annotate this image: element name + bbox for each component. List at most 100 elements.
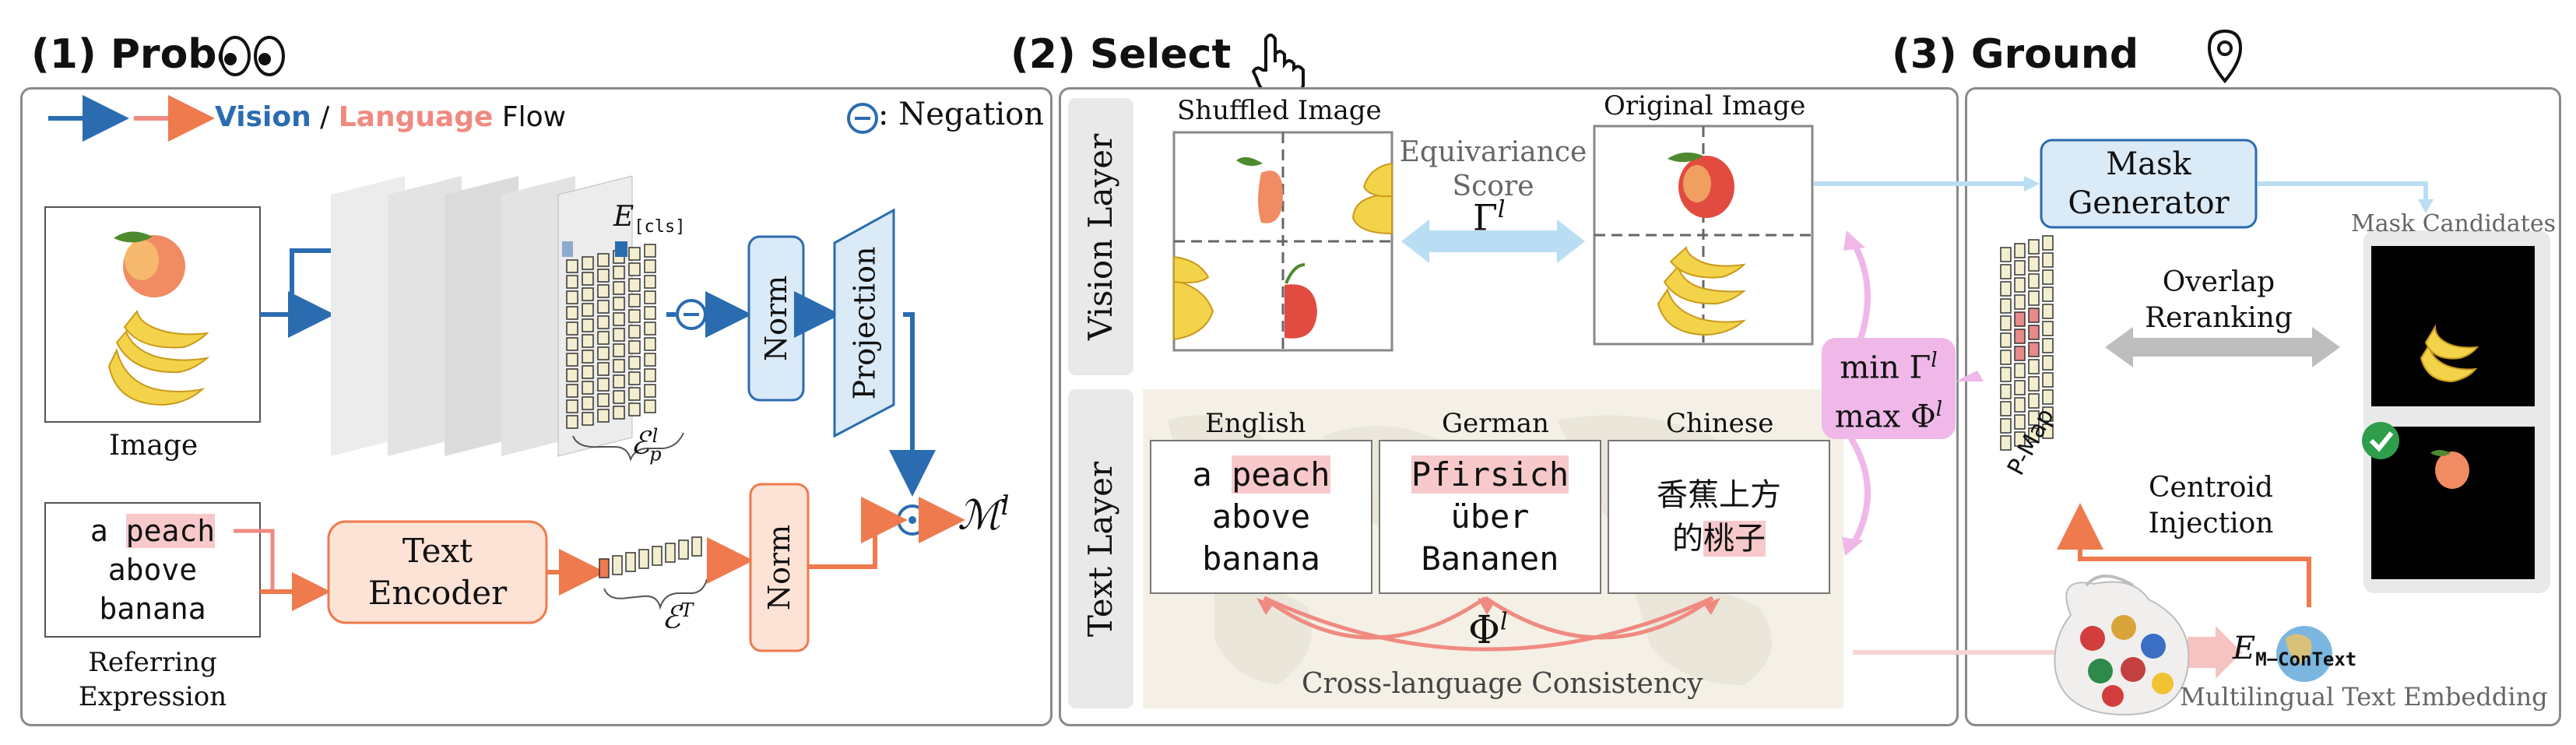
multilingual-bag-icon — [2054, 575, 2190, 716]
output-map-label: ℳl — [958, 490, 1010, 539]
patch-token — [613, 328, 625, 342]
original-image-label: Original Image — [1604, 90, 1806, 121]
mask-candidates-label: Mask Candidates — [2351, 210, 2556, 237]
p-map-cell — [2042, 252, 2054, 268]
projection-box — [833, 208, 895, 438]
patch-token — [613, 359, 625, 373]
p-map-cell — [2014, 243, 2026, 258]
shuffled-peach-top — [1236, 156, 1283, 223]
check-icon — [2362, 422, 2399, 459]
patch-token — [628, 247, 641, 261]
patch-token — [582, 350, 594, 364]
patch-token — [644, 399, 656, 413]
p-map-cell — [2014, 363, 2026, 378]
patch-token — [582, 365, 594, 379]
patch-token — [566, 322, 578, 336]
patch-token — [644, 384, 656, 398]
patch-token — [566, 290, 578, 304]
shuffled-banana-top — [1351, 162, 1393, 235]
p-map-cell — [2028, 290, 2040, 306]
text-token-brace — [603, 578, 708, 610]
text-token — [612, 555, 623, 575]
patch-token — [597, 331, 610, 345]
patch-brace — [572, 432, 684, 462]
text-embeddings-label: ℰT — [662, 599, 694, 636]
patch-token — [613, 281, 625, 295]
original-peach — [1668, 152, 1734, 218]
centroid-injection-label: Centroid Injection — [2148, 472, 2274, 539]
p-map-cell — [2028, 325, 2040, 340]
p-map-cell — [2028, 342, 2040, 357]
patch-token — [597, 393, 610, 407]
p-map-cell — [2014, 380, 2026, 395]
p-map-cell — [2028, 239, 2040, 255]
p-map-cell — [2042, 423, 2054, 439]
mask-generator-label: Mask Generator — [2068, 146, 2230, 221]
p-map-cell — [2000, 315, 2012, 331]
p-map-cell — [2000, 298, 2012, 314]
flow-legend: Vision / Language Flow — [215, 101, 567, 133]
patch-token — [628, 402, 641, 416]
equivariance-label: Equivariance Score — [1399, 136, 1587, 202]
p-map-cell — [2028, 427, 2040, 443]
negation-legend-icon — [847, 103, 878, 134]
patch-token — [566, 399, 578, 413]
patch-token — [597, 409, 610, 423]
text-token — [691, 536, 702, 557]
patch-token — [628, 278, 641, 292]
patch-token — [644, 353, 656, 367]
patch-token — [582, 256, 594, 270]
patch-token — [628, 309, 641, 323]
referring-expression-text: a peach above banana — [90, 514, 216, 626]
equivariance-arrow — [1401, 220, 1585, 263]
p-map-cell — [2014, 346, 2026, 361]
p-map-cell — [2014, 414, 2026, 430]
patch-token — [597, 253, 610, 267]
phi-label: Φl — [1468, 607, 1508, 652]
patch-token — [644, 259, 656, 273]
patch-token — [566, 306, 578, 320]
patch-token — [597, 362, 610, 376]
p-map-cell — [2014, 277, 2026, 293]
patch-token — [597, 300, 610, 314]
p-map-cell — [2014, 260, 2026, 276]
section-title-ground: (3) Ground — [1892, 31, 2139, 78]
patch-token — [582, 412, 594, 426]
patch-token — [582, 396, 594, 410]
cls-token — [615, 241, 627, 257]
p-map-cell — [2042, 269, 2054, 285]
patch-token — [566, 337, 578, 351]
p-map-cell — [2042, 304, 2054, 319]
mask-generator-box — [2040, 139, 2258, 229]
patch-token — [628, 325, 641, 339]
cross-language-arcs — [1256, 596, 1720, 652]
patch-token — [582, 381, 594, 395]
patch-token — [582, 272, 594, 286]
text-token — [652, 546, 662, 566]
patch-token — [628, 356, 641, 370]
overlap-reranking-arrow — [2105, 327, 2340, 367]
patch-token — [628, 262, 641, 276]
mask-generator-to-candidates-arrow — [2258, 181, 2428, 204]
bag-to-embedding-arrow — [2188, 626, 2242, 679]
p-map-cell — [2000, 264, 2012, 279]
globe-icon — [2276, 626, 2332, 682]
p-map-cell — [2042, 286, 2054, 302]
p-map-cell — [2042, 321, 2054, 336]
p-map-cell — [2028, 376, 2040, 392]
patch-token — [566, 259, 578, 273]
p-map-cell — [2028, 273, 2040, 289]
section-title-select: (2) Select — [1010, 31, 1232, 78]
german-text: Pfirsich über Bananen — [1411, 455, 1569, 578]
patch-token — [597, 346, 610, 360]
shuffled-peach-bottom — [1284, 263, 1317, 339]
p-map-cell — [2014, 431, 2026, 447]
lang-norm-to-product-arrow — [808, 497, 908, 569]
peach-illustration — [114, 231, 185, 297]
patch-token — [566, 384, 578, 398]
mask-candidate-1 — [2371, 246, 2535, 406]
patch-token — [613, 406, 625, 420]
vision-layer-tab — [1068, 98, 1133, 375]
p-map-cell — [2042, 355, 2054, 371]
